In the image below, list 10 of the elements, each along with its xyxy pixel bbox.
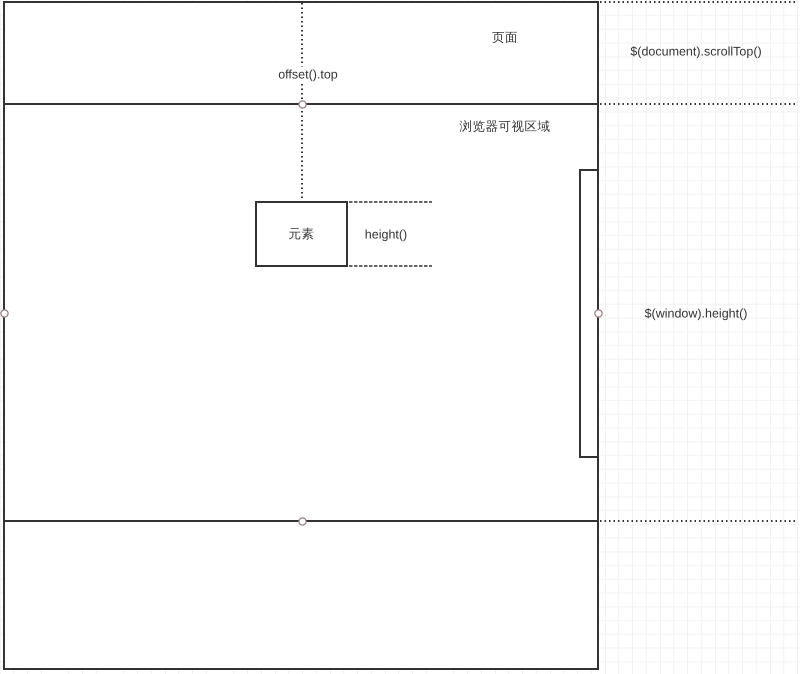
box-title: 浏览器可视区域 <box>460 120 550 134</box>
dimension-label: height() <box>364 228 408 242</box>
dimension-label: $(document).scrollTop() <box>630 44 762 60</box>
element-box: 元素 <box>255 201 348 267</box>
box-title: 页面 <box>492 30 518 46</box>
viewport-box <box>3 103 599 522</box>
scrollbar <box>579 169 599 458</box>
page-box <box>3 1 599 670</box>
dimension-label: $(window).height() <box>644 306 748 322</box>
dimension-label: offset().top <box>276 66 340 84</box>
